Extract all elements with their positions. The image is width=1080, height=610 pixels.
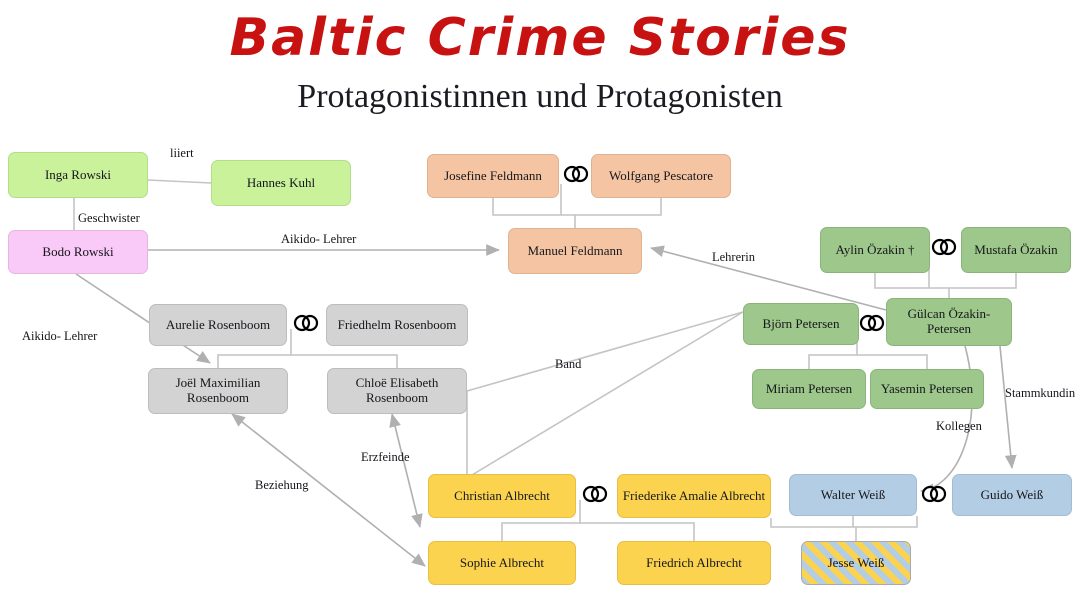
edge-label-beziehung: Beziehung	[255, 478, 309, 492]
person-node-guelcan[interactable]: Gülcan Özakin-Petersen	[886, 298, 1012, 346]
edge-friederike-jesse	[770, 518, 857, 541]
person-name-label: Christian Albrecht	[454, 487, 550, 503]
edge-rosenboom-chloe	[291, 354, 398, 368]
marriage-oezakin-icon	[929, 237, 959, 257]
person-node-josefine[interactable]: Josefine Feldmann	[427, 154, 559, 198]
marriage-petersen-icon	[857, 313, 887, 333]
page-subtitle: Protagonistinnen und Protagonisten	[297, 78, 783, 115]
edge-label-stammkundin: Stammkundin	[1005, 386, 1076, 400]
edge-guelcan-guido	[999, 345, 1017, 469]
person-name-label: Hannes Kuhl	[246, 174, 316, 190]
marriage-weiss-icon	[919, 484, 949, 504]
person-node-hannes[interactable]: Hannes Kuhl	[211, 160, 351, 206]
edge-petersen-yasemin	[857, 354, 928, 369]
edge-label-kollegen: Kollegen	[936, 419, 982, 433]
page-title: Baltic Crime Stories	[229, 8, 851, 68]
edge-chloe-christian	[389, 413, 423, 528]
edge-aylin-guelcan	[874, 273, 950, 298]
edge-label-aikido-joel: Aikido- Lehrer	[22, 329, 98, 343]
person-name-label: Sophie Albrecht	[459, 554, 545, 570]
person-name-label: Friederike Amalie Albrecht	[622, 487, 766, 503]
person-node-inga[interactable]: Inga Rowski	[8, 152, 148, 198]
person-name-label: Guido Weiß	[980, 486, 1044, 502]
edge-label-lehrerin: Lehrerin	[712, 250, 756, 264]
person-name-label: Yasemin Petersen	[880, 380, 974, 396]
person-name-label: Miriam Petersen	[765, 380, 853, 396]
person-node-sophie[interactable]: Sophie Albrecht	[428, 541, 576, 585]
person-name-label: Jesse Weiß	[827, 554, 885, 570]
person-name-label: Björn Petersen	[762, 315, 840, 331]
person-name-label: Aylin Özakin †	[835, 241, 915, 257]
person-node-walter[interactable]: Walter Weiß	[789, 474, 917, 516]
edge-label-geschwister: Geschwister	[78, 211, 140, 225]
person-name-label: Gülcan Özakin-Petersen	[907, 306, 991, 336]
person-name-label: Manuel Feldmann	[527, 242, 623, 258]
edge-label-liiert: liiert	[170, 146, 194, 160]
person-node-friederike[interactable]: Friederike Amalie Albrecht	[617, 474, 771, 518]
person-node-miriam[interactable]: Miriam Petersen	[752, 369, 866, 409]
person-node-bjoern[interactable]: Björn Petersen	[743, 303, 859, 345]
edge-label-aikido-manuel: Aikido- Lehrer	[281, 232, 357, 246]
person-node-bodo[interactable]: Bodo Rowski	[8, 230, 148, 274]
person-name-label: Mustafa Özakin	[974, 241, 1058, 257]
person-node-guido[interactable]: Guido Weiß	[952, 474, 1072, 516]
edge-band-bjoern-christian	[466, 311, 744, 479]
edge-label-band: Band	[555, 357, 582, 371]
person-node-manuel[interactable]: Manuel Feldmann	[508, 228, 642, 274]
person-node-wolfgang[interactable]: Wolfgang Pescatore	[591, 154, 731, 198]
person-node-friedrich[interactable]: Friedrich Albrecht	[617, 541, 771, 585]
marriage-albrecht-icon	[580, 484, 610, 504]
person-node-jesse[interactable]: Jesse Weiß	[801, 541, 911, 585]
person-node-mustafa[interactable]: Mustafa Özakin	[961, 227, 1071, 273]
person-name-label: Inga Rowski	[44, 166, 112, 182]
person-node-aylin[interactable]: Aylin Özakin †	[820, 227, 930, 273]
edge-inga-hannes	[147, 179, 212, 184]
edge-albrecht-friedrich	[580, 522, 695, 541]
edge-guido-jesse-join	[856, 516, 918, 528]
person-name-label: Josefine Feldmann	[444, 167, 542, 183]
person-node-yasemin[interactable]: Yasemin Petersen	[870, 369, 984, 409]
edge-josefine-manuel	[492, 198, 576, 228]
edge-mustafa-guelcan	[949, 273, 1017, 289]
person-name-label: Friedhelm Rosenboom	[337, 316, 457, 332]
edge-label-erzfeinde: Erzfeinde	[361, 450, 410, 464]
person-node-friedhelm[interactable]: Friedhelm Rosenboom	[326, 304, 468, 346]
person-name-label: Bodo Rowski	[42, 243, 114, 259]
person-name-label: Walter Weiß	[820, 486, 886, 502]
edge-band-chloe-bjoern	[466, 311, 744, 392]
person-name-label: Aurelie Rosenboom	[165, 316, 271, 332]
person-name-label: Friedrich Albrecht	[646, 554, 742, 570]
marriage-rosenboom-icon	[291, 313, 321, 333]
person-node-aurelie[interactable]: Aurelie Rosenboom	[149, 304, 287, 346]
marriage-feldmann-pescatore-icon	[561, 164, 591, 184]
edge-wolfgang-manuel	[575, 198, 662, 216]
person-node-christian[interactable]: Christian Albrecht	[428, 474, 576, 518]
person-name-label: Wolfgang Pescatore	[609, 167, 713, 183]
